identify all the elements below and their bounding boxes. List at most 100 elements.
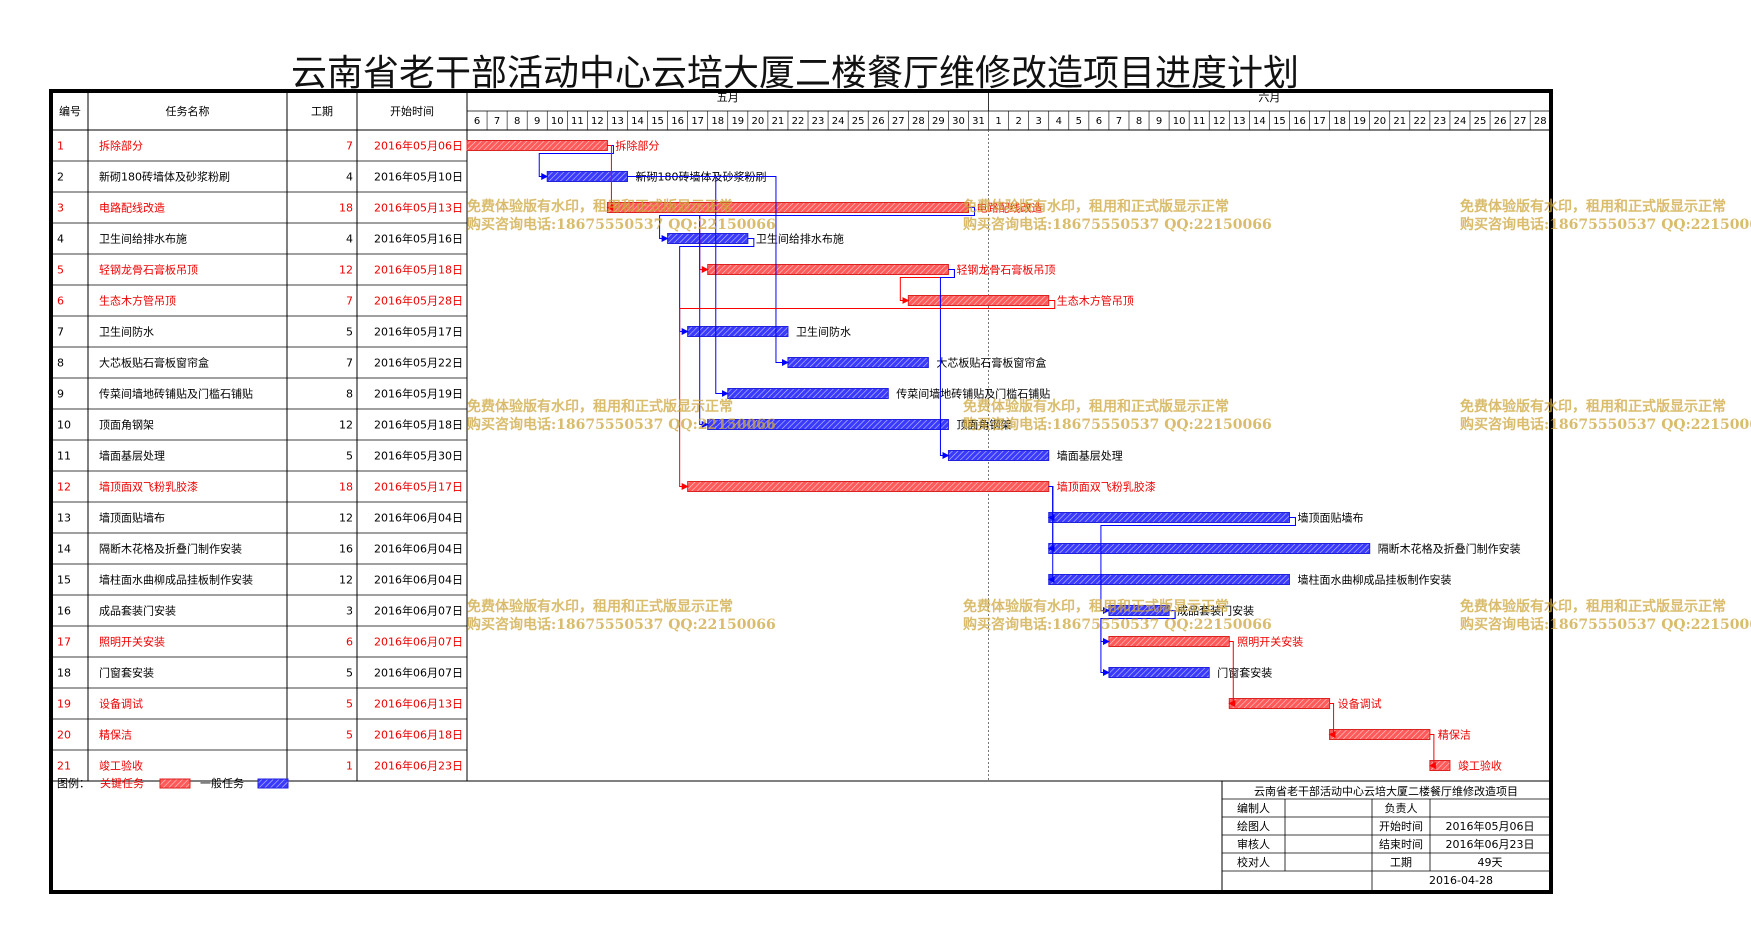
column-header-duration: 工期 xyxy=(311,105,333,118)
task-duration: 18 xyxy=(339,202,353,215)
day-label: 12 xyxy=(1213,116,1226,127)
day-label: 10 xyxy=(1173,116,1186,127)
task-start: 2016年06月23日 xyxy=(374,759,463,773)
bar-label: 拆除部分 xyxy=(615,139,659,153)
day-label: 19 xyxy=(731,116,744,127)
task-bar xyxy=(667,233,749,244)
day-label: 11 xyxy=(1193,116,1206,127)
day-label: 25 xyxy=(1474,116,1487,127)
bar-label: 轻钢龙骨石膏板吊顶 xyxy=(956,263,1055,277)
legend-critical-swatch xyxy=(159,778,191,789)
day-label: 30 xyxy=(952,116,965,127)
task-start: 2016年06月04日 xyxy=(374,542,463,556)
task-name: 大芯板贴石膏板窗帘盒 xyxy=(99,356,209,370)
task-no: 6 xyxy=(57,295,64,308)
task-start: 2016年05月06日 xyxy=(374,139,463,153)
task-no: 3 xyxy=(57,202,64,215)
task-no: 5 xyxy=(57,264,64,277)
info-right-label: 结束时间 xyxy=(1379,838,1423,851)
task-duration: 5 xyxy=(346,667,353,680)
info-project: 云南省老干部活动中心云培大厦二楼餐厅维修改造项目 xyxy=(1254,784,1518,798)
bar-label: 精保洁 xyxy=(1438,728,1471,742)
dependency-link xyxy=(679,300,1056,490)
task-bar xyxy=(687,481,1050,492)
day-label: 27 xyxy=(1514,116,1527,127)
task-name: 电路配线改造 xyxy=(99,201,165,215)
dependency-link xyxy=(1100,610,1176,676)
day-label: 14 xyxy=(1253,116,1266,127)
task-bar xyxy=(1329,729,1431,740)
task-duration: 12 xyxy=(339,264,353,277)
day-label: 26 xyxy=(872,116,885,127)
day-label: 23 xyxy=(812,116,825,127)
day-label: 20 xyxy=(752,116,765,127)
bar-label: 卫生间给排水布施 xyxy=(756,232,844,246)
day-label: 6 xyxy=(1096,116,1102,127)
day-label: 16 xyxy=(1293,116,1306,127)
legend-label: 图例： xyxy=(57,776,90,790)
task-start: 2016年05月18日 xyxy=(374,418,463,432)
task-name: 墙柱面水曲柳成品挂板制作安装 xyxy=(99,573,253,587)
task-name: 顶面角钢架 xyxy=(99,419,154,432)
gantt-bars: 拆除部分新砌180砖墙体及砂浆粉刷电路配线改造卫生间给排水布施轻钢龙骨石膏板吊顶… xyxy=(466,139,1521,773)
task-no: 15 xyxy=(57,574,71,587)
task-name: 隔断木花格及折叠门制作安装 xyxy=(99,542,242,556)
bar-label: 墙面基层处理 xyxy=(1057,449,1123,463)
task-bar xyxy=(1108,605,1170,616)
task-no: 17 xyxy=(57,636,71,649)
task-name: 墙顶面贴墙布 xyxy=(99,511,165,525)
task-bar xyxy=(787,357,929,368)
task-duration: 18 xyxy=(339,481,353,494)
day-label: 29 xyxy=(932,116,945,127)
dependency-link xyxy=(1228,641,1236,707)
task-name: 轻钢龙骨石膏板吊顶 xyxy=(99,263,198,277)
day-label: 25 xyxy=(852,116,865,127)
task-name: 设备调试 xyxy=(99,697,143,711)
task-bar xyxy=(907,295,1050,306)
dependency-link xyxy=(679,238,755,335)
bar-label: 设备调试 xyxy=(1338,697,1382,711)
day-label: 23 xyxy=(1434,116,1447,127)
task-start: 2016年05月17日 xyxy=(374,325,463,339)
day-label: 12 xyxy=(591,116,604,127)
month-label: 六月 xyxy=(1258,91,1280,104)
day-label: 7 xyxy=(1116,116,1122,127)
task-duration: 7 xyxy=(346,140,353,153)
dependency-link xyxy=(1428,734,1436,769)
task-no: 14 xyxy=(57,543,71,556)
day-label: 8 xyxy=(1136,116,1142,127)
day-label: 28 xyxy=(912,116,925,127)
column-header-start: 开始时间 xyxy=(390,104,434,118)
task-name: 精保洁 xyxy=(99,728,132,742)
task-no: 9 xyxy=(57,388,64,401)
bar-label: 照明开关安装 xyxy=(1237,635,1303,649)
day-label: 7 xyxy=(494,116,500,127)
task-name: 拆除部分 xyxy=(99,139,143,153)
day-label: 22 xyxy=(1413,116,1426,127)
legend: 图例：关键任务一般任务 xyxy=(57,776,289,790)
dependency-link xyxy=(606,145,614,211)
day-label: 24 xyxy=(1454,116,1467,127)
task-name: 新砌180砖墙体及砂浆粉刷 xyxy=(99,170,230,184)
info-left-label: 编制人 xyxy=(1237,801,1270,815)
task-bar xyxy=(1108,636,1230,647)
task-start: 2016年06月07日 xyxy=(374,604,463,618)
info-right-label: 负责人 xyxy=(1385,801,1418,815)
task-bar xyxy=(1048,574,1290,585)
task-no: 13 xyxy=(57,512,71,525)
bar-label: 传菜间墙地砖铺贴及门槛石铺贴 xyxy=(896,387,1050,401)
day-label: 2 xyxy=(1015,116,1021,127)
task-start: 2016年05月28日 xyxy=(374,294,463,308)
task-duration: 16 xyxy=(339,543,353,556)
task-name: 照明开关安装 xyxy=(99,635,165,649)
bar-label: 卫生间防水 xyxy=(796,325,851,339)
